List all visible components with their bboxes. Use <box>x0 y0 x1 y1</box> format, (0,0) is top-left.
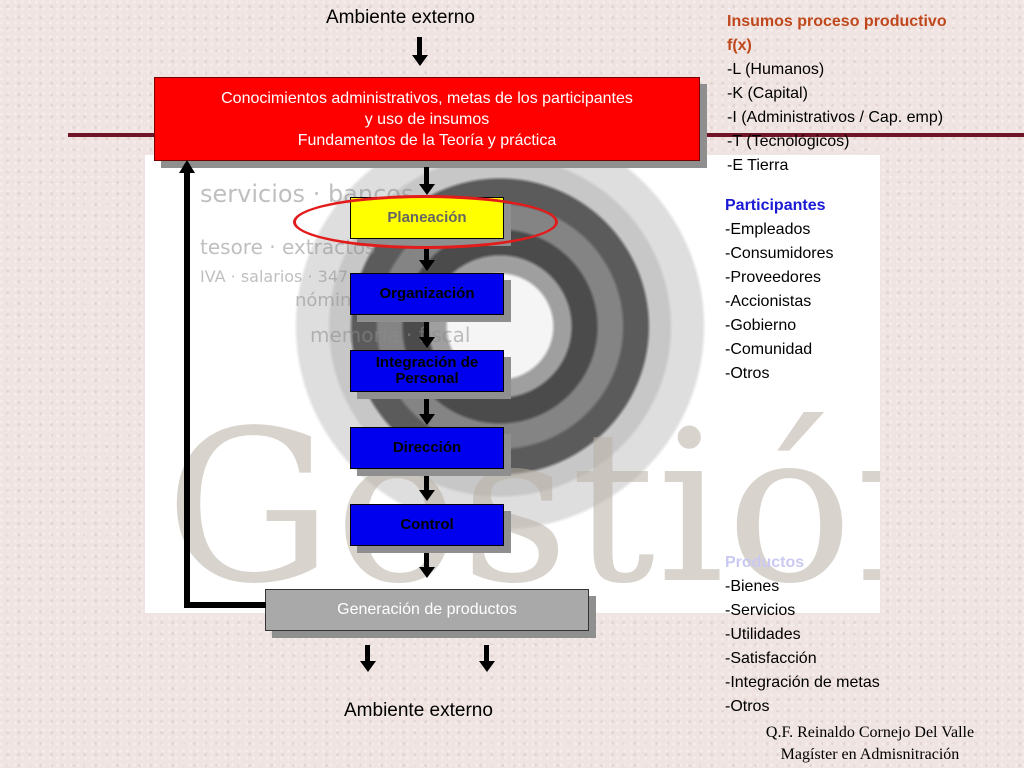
arrow-shaft <box>417 37 422 56</box>
arrow-down-icon <box>419 260 435 271</box>
author-credit: Q.F. Reinaldo Cornejo Del Valle Magíster… <box>720 722 1020 766</box>
arrow-down-icon <box>412 55 428 66</box>
feedback-line-horizontal <box>184 602 266 608</box>
participantes-item: -Otros <box>725 365 770 382</box>
photo-watermark: memoria · fiscal <box>310 323 471 347</box>
arrow-shaft <box>424 321 429 338</box>
participantes-item: -Consumidores <box>725 245 834 262</box>
insumos-item: -E Tierra <box>727 157 789 174</box>
output-box: Generación de productos <box>265 589 589 631</box>
insumos-item: -T (Tecnológicos) <box>727 133 850 150</box>
participantes-item: -Proveedores <box>725 269 822 286</box>
arrow-shaft <box>424 552 429 568</box>
step-direccion: Dirección <box>350 427 504 469</box>
productos-title: Productos <box>725 554 805 571</box>
participantes-item: -Comunidad <box>725 341 813 358</box>
arrow-shaft <box>424 398 429 415</box>
arrow-down-icon <box>419 184 435 195</box>
top-environment-label: Ambiente externo <box>326 7 475 28</box>
arrow-up-icon <box>179 160 195 173</box>
planeacion-highlight-ellipse <box>293 195 558 249</box>
step-control: Control <box>350 504 504 546</box>
insumos-item: -K (Capital) <box>727 85 808 102</box>
participantes-title: Participantes <box>725 197 826 214</box>
arrow-down-icon <box>419 567 435 578</box>
author-degree: Magíster en Admisnitración <box>780 746 960 763</box>
input-box-line: Conocimientos administrativos, metas de … <box>221 89 633 107</box>
arrow-shaft <box>424 244 429 260</box>
arrow-shaft <box>424 167 429 185</box>
arrow-shaft <box>424 474 429 491</box>
productos-item: -Integración de metas <box>725 674 880 691</box>
feedback-line-vertical <box>184 170 190 607</box>
productos-item: -Satisfacción <box>725 650 817 667</box>
arrow-down-icon <box>419 337 435 348</box>
step-integracion-personal: Integración de Personal <box>350 350 504 392</box>
author-name: Q.F. Reinaldo Cornejo Del Valle <box>765 724 975 741</box>
productos-item: -Utilidades <box>725 626 801 643</box>
arrow-shaft <box>484 645 489 662</box>
insumos-section: Insumos proceso productivo f(x) -L (Huma… <box>727 10 947 178</box>
insumos-title-fx: f(x) <box>727 37 752 54</box>
participantes-item: -Gobierno <box>725 317 797 334</box>
arrow-down-icon <box>419 414 435 425</box>
arrow-down-icon <box>479 661 495 672</box>
participantes-section: Participantes -Empleados -Consumidores -… <box>725 194 833 386</box>
step-organizacion: Organización <box>350 273 504 315</box>
insumos-title: Insumos proceso productivo <box>727 13 947 30</box>
input-box-line: Fundamentos de la Teoría y práctica <box>297 131 557 149</box>
productos-item: -Servicios <box>725 602 796 619</box>
arrow-down-icon <box>360 661 376 672</box>
participantes-item: -Empleados <box>725 221 811 238</box>
arrow-down-icon <box>419 490 435 501</box>
photo-gestion-watermark: Gestión <box>165 385 880 613</box>
participantes-item: -Accionistas <box>725 293 812 310</box>
arrow-shaft <box>365 645 370 662</box>
input-box-line: y uso de insumos <box>364 110 490 128</box>
bottom-environment-label: Ambiente externo <box>344 700 493 721</box>
input-box: Conocimientos administrativos, metas de … <box>154 77 700 161</box>
photo-watermark: IVA · salarios · 347 <box>200 267 349 286</box>
productos-item: -Bienes <box>725 578 780 595</box>
insumos-item: -I (Administrativos / Cap. emp) <box>727 109 944 126</box>
productos-item: -Otros <box>725 698 770 715</box>
insumos-item: -L (Humanos) <box>727 61 825 78</box>
productos-section: Productos -Bienes -Servicios -Utilidades… <box>725 551 880 719</box>
